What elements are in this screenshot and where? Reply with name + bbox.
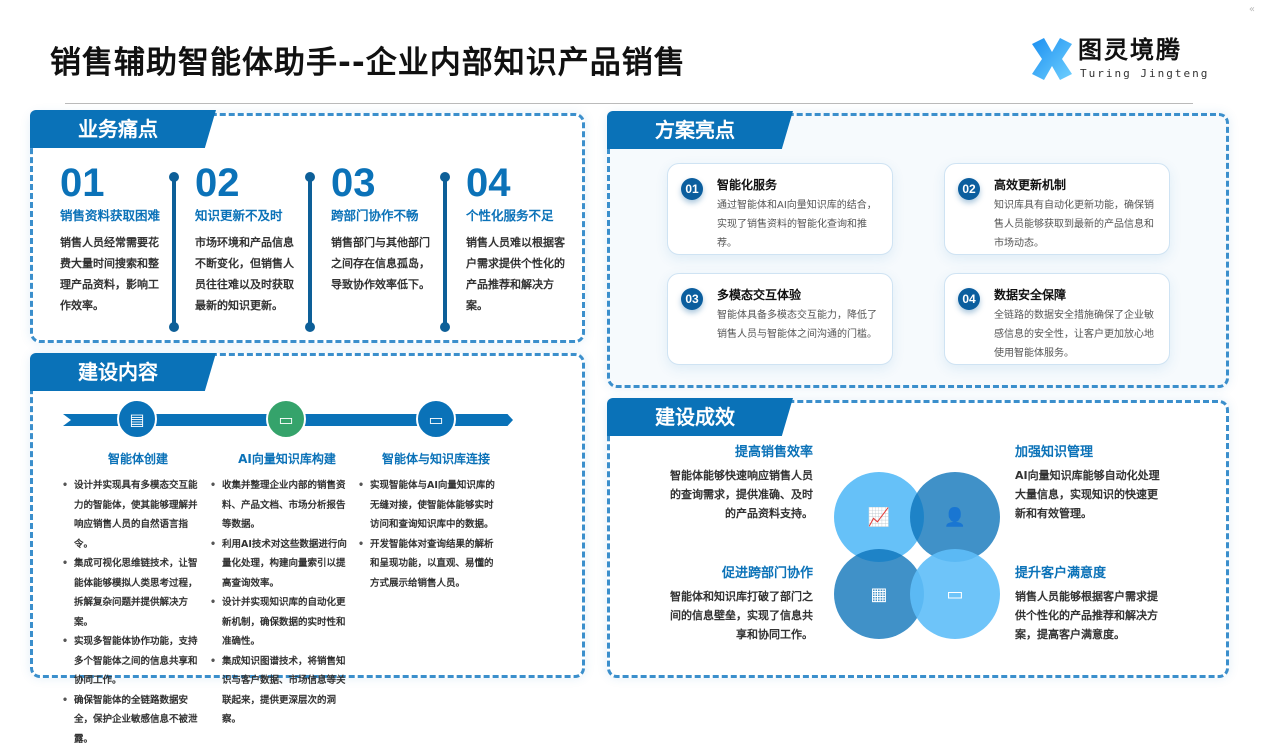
highlight-title: 高效更新机制 bbox=[994, 177, 1066, 193]
title-divider bbox=[65, 103, 1193, 104]
timeline-dot bbox=[169, 322, 179, 332]
highlight-title: 智能化服务 bbox=[717, 177, 777, 193]
bullet: 实现多智能体协作功能，支持多个智能体之间的信息共享和协同工作。 bbox=[60, 632, 200, 691]
bullet: 利用AI技术对这些数据进行向量化处理，构建向量索引以提高查询效率。 bbox=[208, 535, 348, 594]
highlight-title: 多模态交互体验 bbox=[717, 287, 801, 303]
result-title: 提高销售效率 bbox=[668, 444, 813, 462]
bullet: 集成知识图谱技术，将销售知识与客户数据、市场信息等关联起来，提供更深层次的洞察。 bbox=[208, 652, 348, 730]
logo-subtext: Turing Jingteng bbox=[1080, 67, 1209, 81]
highlight-card: 02 高效更新机制 知识库具有自动化更新功能，确保销售人员能够获取到最新的产品信… bbox=[944, 163, 1170, 255]
folder-icon: ▭ bbox=[266, 399, 306, 439]
result-text: 智能体能够快速响应销售人员的查询需求，提供准确、及时的产品资料支持。 bbox=[668, 466, 813, 523]
bullet: 设计并实现具有多模态交互能力的智能体，使其能够理解并响应销售人员的自然语言指令。 bbox=[60, 476, 200, 554]
highlight-text: 智能体具备多模态交互能力，降低了销售人员与智能体之间沟通的门槛。 bbox=[717, 306, 882, 344]
timeline-divider bbox=[443, 176, 447, 326]
build-heading: 建设内容 bbox=[30, 353, 216, 391]
result-text: 销售人员能够根据客户需求提供个性化的产品推荐和解决方案，提高客户满意度。 bbox=[1015, 587, 1160, 644]
document-icon: ▤ bbox=[117, 399, 157, 439]
logo-text: 图灵境腾 bbox=[1078, 36, 1182, 64]
pain-point: 02 知识更新不及时市场环境和产品信息不断变化，但销售人员往往难以及时获取最新的知… bbox=[195, 160, 303, 316]
chat-icon: ▭ bbox=[416, 399, 456, 439]
timeline-dot bbox=[305, 322, 315, 332]
step-title: AI向量知识库构建 bbox=[212, 451, 362, 467]
pain-point-title: 跨部门协作不畅 bbox=[331, 208, 439, 224]
results-heading: 建设成效 bbox=[607, 398, 793, 436]
step-bullets: 收集并整理企业内部的销售资料、产品文档、市场分析报告等数据。利用AI技术对这些数… bbox=[208, 476, 348, 730]
timeline-dot bbox=[440, 322, 450, 332]
folder-open-icon: ▭ bbox=[910, 549, 1000, 639]
bullet: 开发智能体对查询结果的解析和呈现功能，以直观、易懂的方式展示给销售人员。 bbox=[356, 535, 502, 594]
highlight-badge: 01 bbox=[681, 178, 703, 200]
step-bullets: 设计并实现具有多模态交互能力的智能体，使其能够理解并响应销售人员的自然语言指令。… bbox=[60, 476, 200, 749]
pain-point-title: 知识更新不及时 bbox=[195, 208, 303, 224]
highlight-badge: 04 bbox=[958, 288, 980, 310]
bullet: 设计并实现知识库的自动化更新机制，确保数据的实时性和准确性。 bbox=[208, 593, 348, 652]
timeline-divider bbox=[308, 176, 312, 326]
highlights-heading: 方案亮点 bbox=[607, 111, 793, 149]
collapse-icon[interactable]: « bbox=[1249, 4, 1255, 15]
highlight-text: 全链路的数据安全措施确保了企业敏感信息的安全性，让客户更加放心地使用智能体服务。 bbox=[994, 306, 1159, 363]
result-title: 促进跨部门协作 bbox=[668, 565, 813, 583]
bullet: 实现智能体与AI向量知识库的无缝对接，使智能体能够实时访问和查询知识库中的数据。 bbox=[356, 476, 502, 535]
pain-point-text: 市场环境和产品信息不断变化，但销售人员往往难以及时获取最新的知识更新。 bbox=[195, 232, 303, 316]
pain-point-number: 03 bbox=[331, 160, 439, 206]
logo-icon bbox=[1030, 38, 1074, 80]
highlight-text: 知识库具有自动化更新功能，确保销售人员能够获取到最新的产品信息和市场动态。 bbox=[994, 196, 1159, 253]
timeline-dot bbox=[169, 172, 179, 182]
highlight-card: 03 多模态交互体验 智能体具备多模态交互能力，降低了销售人员与智能体之间沟通的… bbox=[667, 273, 893, 365]
result-text: 智能体和知识库打破了部门之间的信息壁垒，实现了信息共享和协同工作。 bbox=[668, 587, 813, 644]
pain-point: 03 跨部门协作不畅销售部门与其他部门之间存在信息孤岛，导致协作效率低下。 bbox=[331, 160, 439, 295]
result-title: 加强知识管理 bbox=[1015, 444, 1093, 462]
bullet: 确保智能体的全链路数据安全，保护企业敏感信息不被泄露。 bbox=[60, 691, 200, 749]
pain-points-heading: 业务痛点 bbox=[30, 110, 216, 148]
highlight-title: 数据安全保障 bbox=[994, 287, 1066, 303]
highlight-card: 01 智能化服务 通过智能体和AI向量知识库的结合，实现了销售资料的智能化查询和… bbox=[667, 163, 893, 255]
pain-point-text: 销售人员经常需要花费大量时间搜索和整理产品资料，影响工作效率。 bbox=[60, 232, 168, 316]
step-title: 智能体与知识库连接 bbox=[361, 451, 511, 467]
highlight-card: 04 数据安全保障 全链路的数据安全措施确保了企业敏感信息的安全性，让客户更加放… bbox=[944, 273, 1170, 365]
pain-point-title: 销售资料获取困难 bbox=[60, 208, 168, 224]
bullet: 收集并整理企业内部的销售资料、产品文档、市场分析报告等数据。 bbox=[208, 476, 348, 535]
pain-point-text: 销售人员难以根据客户需求提供个性化的产品推荐和解决方案。 bbox=[466, 232, 574, 316]
pain-point-number: 01 bbox=[60, 160, 168, 206]
page-title: 销售辅助智能体助手--企业内部知识产品销售 bbox=[50, 44, 686, 82]
timeline-dot bbox=[305, 172, 315, 182]
pain-point-title: 个性化服务不足 bbox=[466, 208, 574, 224]
step-bullets: 实现智能体与AI向量知识库的无缝对接，使智能体能够实时访问和查询知识库中的数据。… bbox=[356, 476, 502, 593]
bullet: 集成可视化思维链技术，让智能体能够模拟人类思考过程，拆解复杂问题并提供解决方案。 bbox=[60, 554, 200, 632]
timeline-divider bbox=[172, 176, 176, 326]
pain-point-number: 04 bbox=[466, 160, 574, 206]
pain-point: 01 销售资料获取困难销售人员经常需要花费大量时间搜索和整理产品资料，影响工作效率… bbox=[60, 160, 168, 316]
result-title: 提升客户满意度 bbox=[1015, 565, 1106, 583]
pain-point-text: 销售部门与其他部门之间存在信息孤岛，导致协作效率低下。 bbox=[331, 232, 439, 295]
highlight-badge: 02 bbox=[958, 178, 980, 200]
pain-point: 04 个性化服务不足销售人员难以根据客户需求提供个性化的产品推荐和解决方案。 bbox=[466, 160, 574, 316]
timeline-dot bbox=[440, 172, 450, 182]
highlight-text: 通过智能体和AI向量知识库的结合，实现了销售资料的智能化查询和推荐。 bbox=[717, 196, 882, 253]
result-text: AI向量知识库能够自动化处理大量信息，实现知识的快速更新和有效管理。 bbox=[1015, 466, 1160, 523]
pain-point-number: 02 bbox=[195, 160, 303, 206]
step-title: 智能体创建 bbox=[63, 451, 213, 467]
highlight-badge: 03 bbox=[681, 288, 703, 310]
